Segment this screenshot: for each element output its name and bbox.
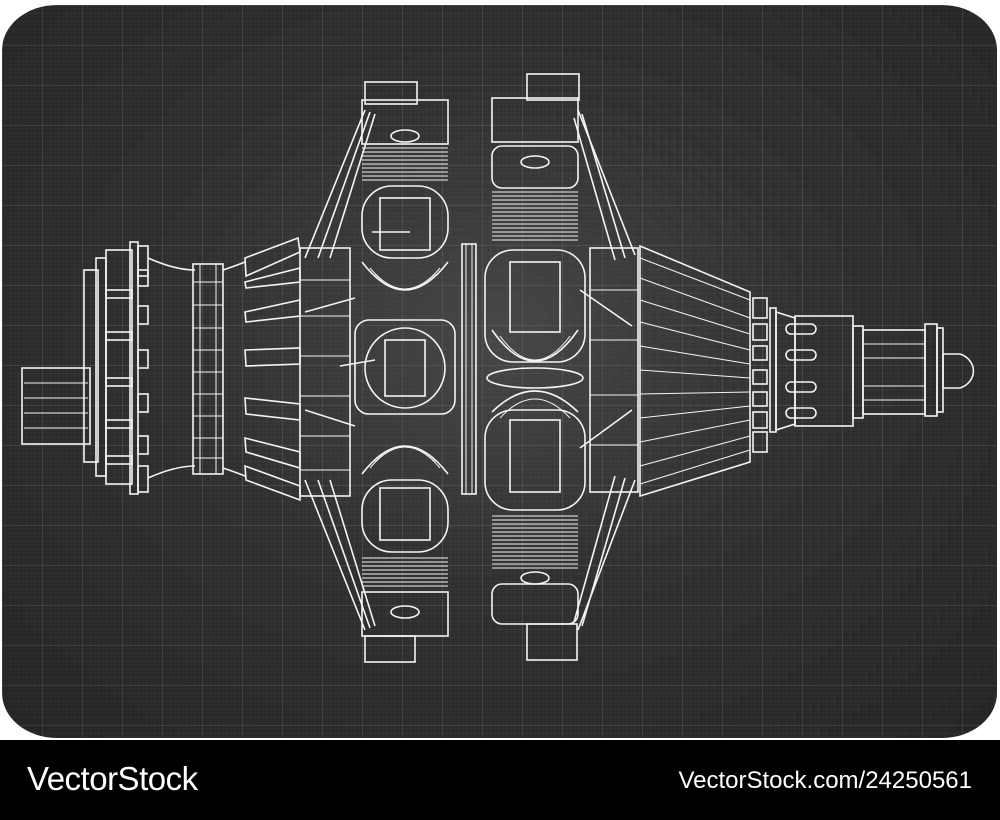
left-shaft bbox=[21, 236, 351, 502]
blueprint-canvas bbox=[2, 5, 997, 738]
left-cylinder-bank bbox=[304, 81, 456, 663]
crankcase-divider bbox=[461, 243, 477, 495]
right-nose-cone bbox=[639, 244, 975, 498]
radial-engine-drawing bbox=[21, 73, 975, 663]
image-id-label: VectorStock.com/24250561 bbox=[678, 767, 972, 794]
right-cylinder-bank bbox=[484, 73, 639, 661]
watermark-bar: VectorStock VectorStock.com/24250561 bbox=[0, 740, 1000, 820]
vectorstock-logo: VectorStock bbox=[27, 760, 198, 797]
